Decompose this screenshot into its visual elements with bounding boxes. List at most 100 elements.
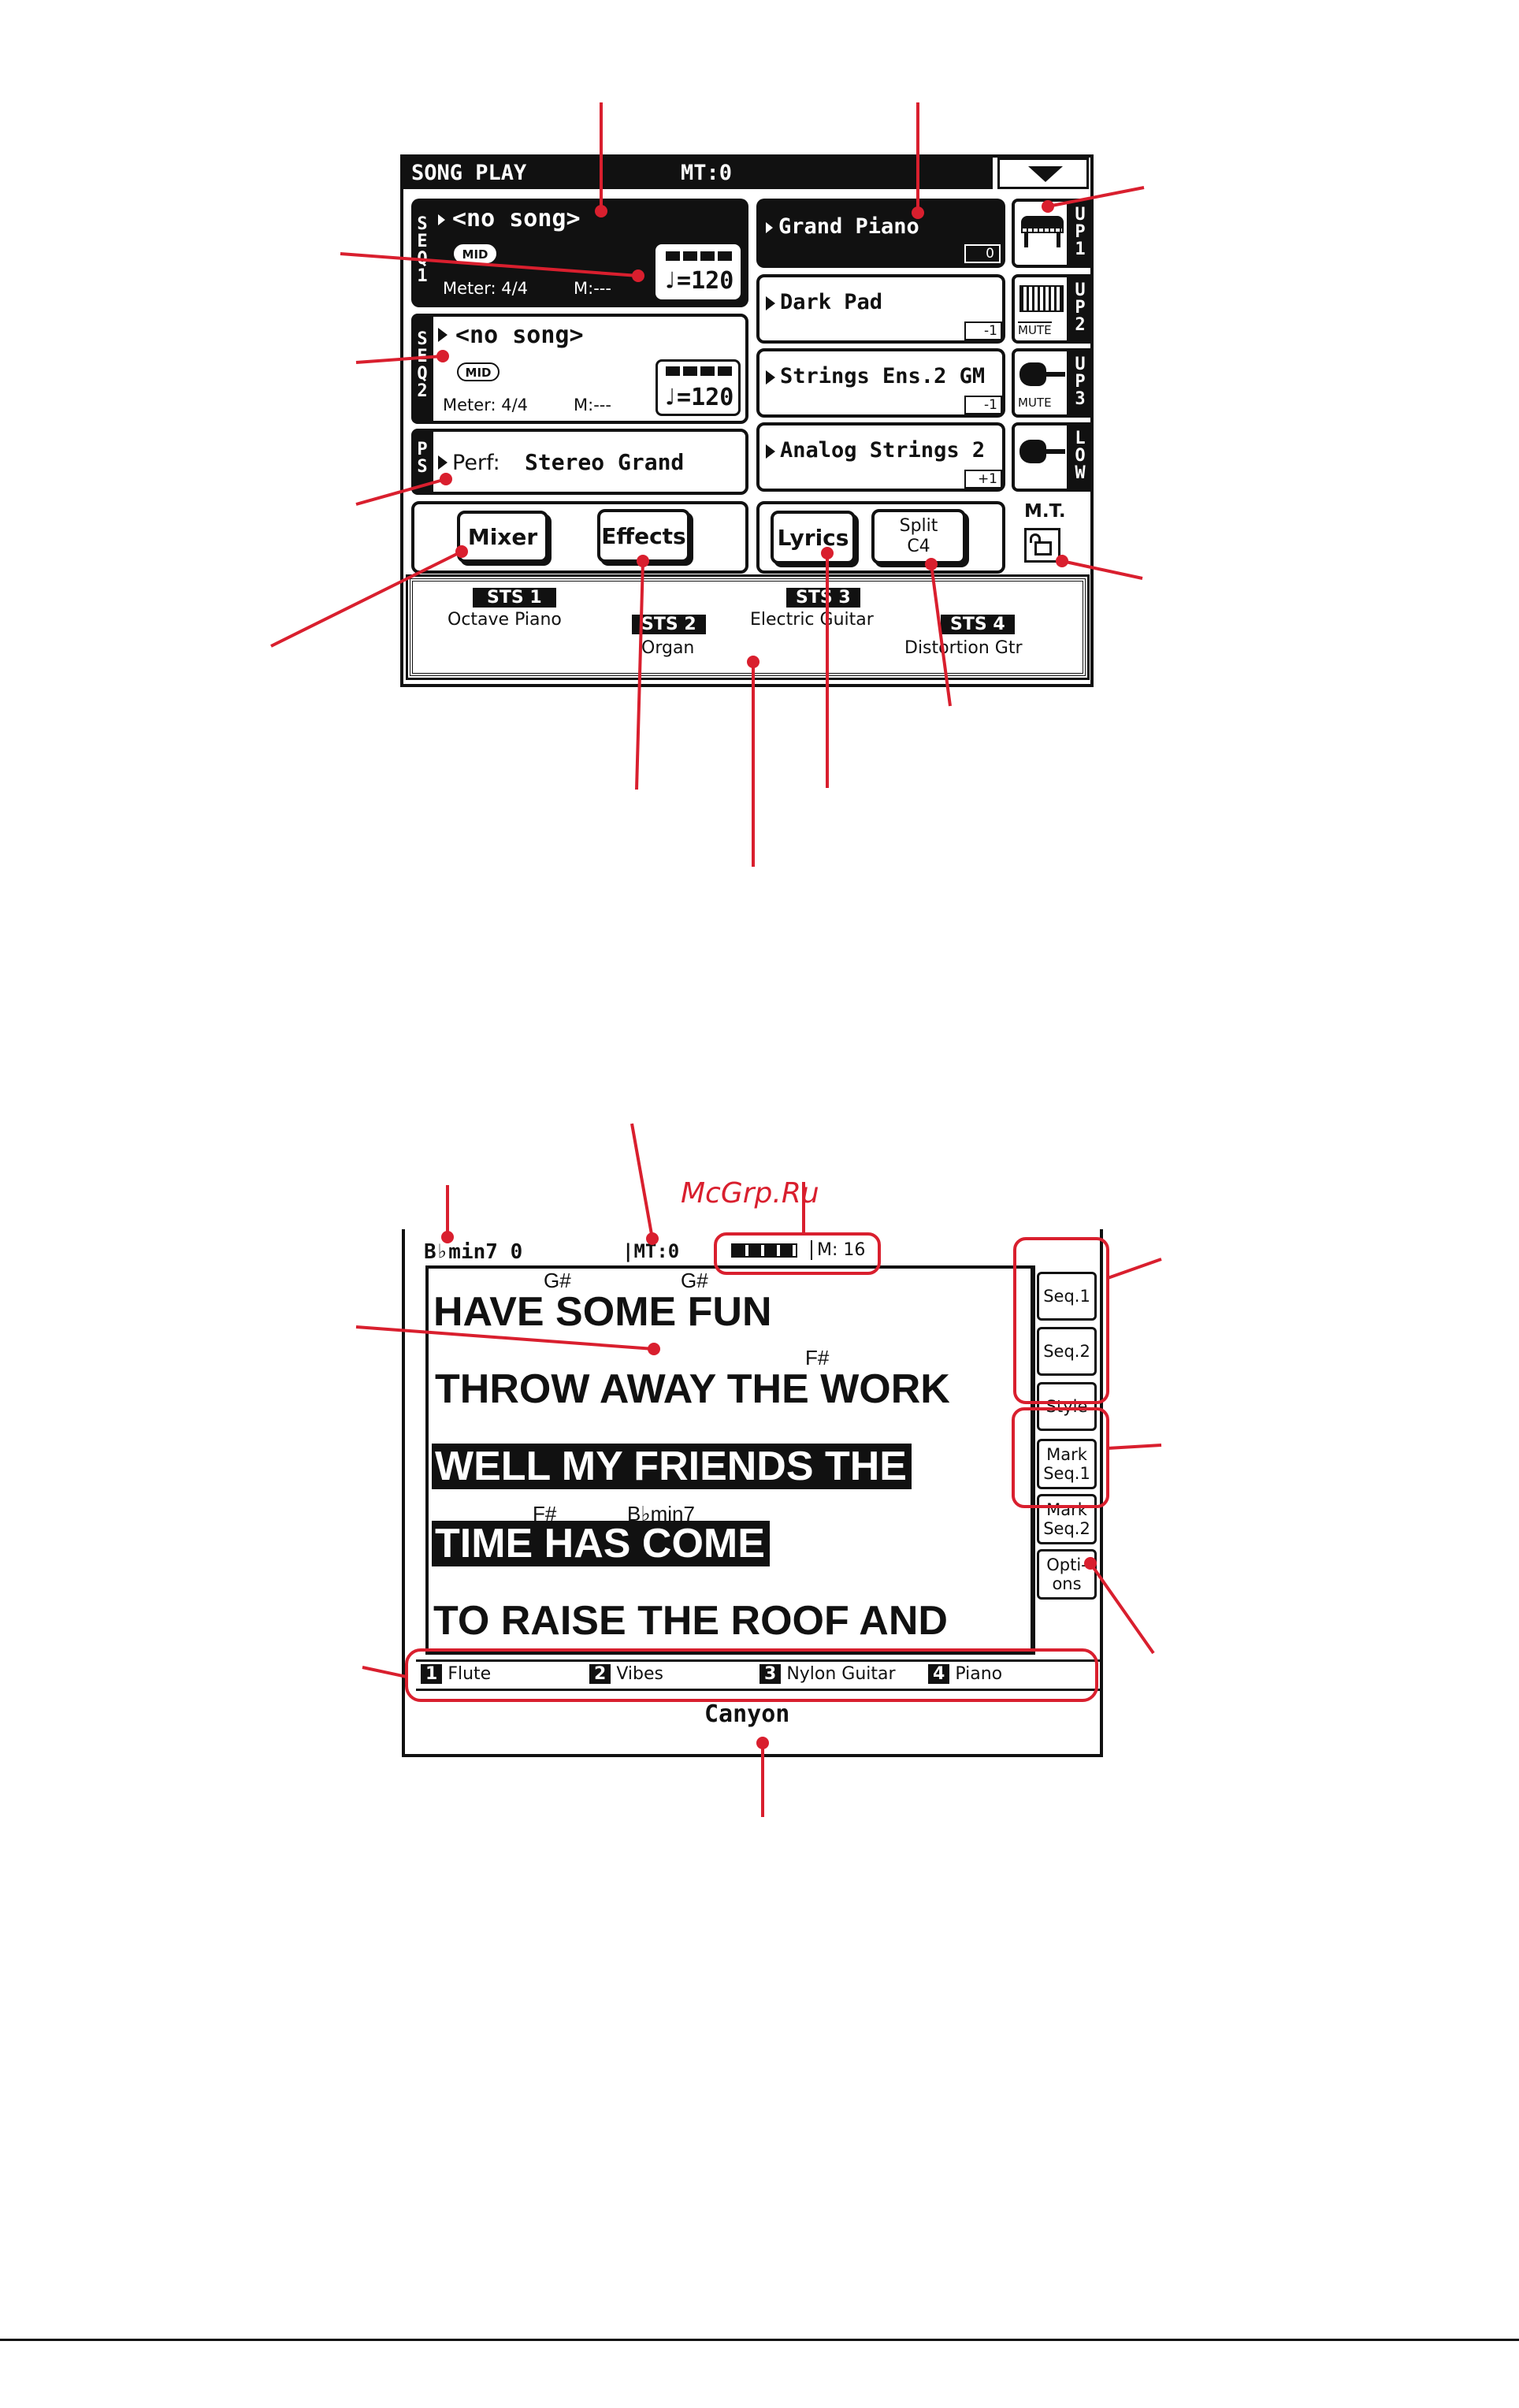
play-arrow-icon [438,455,448,470]
button-label: Seq.1 [1043,1464,1090,1483]
lyrics-button[interactable]: Lyrics [771,511,856,564]
sts-1-name[interactable]: Octave Piano [448,610,562,630]
track-item[interactable]: 2 Vibes [589,1664,663,1684]
seq2-song-name[interactable]: <no song> [455,321,584,349]
octave-badge: -1 [964,396,1002,414]
track-name: Vibes [616,1664,663,1684]
octave-value: 0 [986,246,994,262]
track-item[interactable]: 1 Flute [421,1664,491,1684]
sound-slot-up1[interactable]: Grand Piano 0 [756,199,1005,268]
lyric-line-current: WELL MY FRIENDS THE [432,1444,912,1489]
sound-slot-up2[interactable]: Dark Pad -1 [756,274,1005,344]
seq2-lyrics-button[interactable]: Seq.2 [1037,1327,1097,1376]
keyboard-icon [1019,285,1064,312]
seq2-mid-text: MID [465,366,492,380]
seq1-mid-text: MID [462,247,488,262]
seq2-meter: Meter: 4/4 [443,396,529,414]
button-label: Style [1045,1397,1088,1416]
octave-badge: 0 [964,244,1001,263]
seq1-tempo: ♩=120 [663,267,734,295]
track-number: 1 [421,1664,443,1684]
button-label: Mark [1046,1500,1087,1519]
seq2-tempo-box[interactable]: ♩=120 [656,359,741,416]
style-lyrics-button[interactable]: Style [1037,1382,1097,1431]
track-item[interactable]: 4 Piano [928,1664,1002,1684]
header-bar [403,158,993,189]
sound-name: Dark Pad [780,290,883,314]
callout-line [362,1666,407,1678]
effects-button[interactable]: Effects [597,509,690,563]
options-button[interactable]: Opti-ons [1037,1549,1097,1600]
master-transpose-lock[interactable] [1024,528,1060,563]
track-number: 4 [928,1664,950,1684]
play-arrow-icon [438,214,445,225]
mt-label: M.T. [1024,501,1066,522]
octave-badge: +1 [964,470,1002,489]
master-transpose-value: MT:0 [681,161,733,185]
sound-slot-up3[interactable]: Strings Ens.2 GM -1 [756,348,1005,418]
violin-icon [1019,362,1065,386]
play-arrow-icon [438,328,448,342]
master-transpose-value: |MT:0 [622,1240,680,1262]
sts-2-tag[interactable]: STS 2 [632,615,706,634]
chord-label: G# [681,1269,708,1292]
sts-3-tag[interactable]: STS 3 [786,588,860,608]
sts-1-tag[interactable]: STS 1 [473,588,556,608]
sts-4-tag[interactable]: STS 4 [941,615,1015,634]
octave-value: +1 [977,471,997,487]
mixer-button[interactable]: Mixer [457,511,548,563]
chord-suffix: 0 [510,1240,523,1264]
page-rule [0,2339,1519,2341]
seq1-mid-badge: MID [454,244,496,263]
seq1-song-name[interactable]: <no song> [452,205,581,232]
sts-2-name[interactable]: Organ [641,638,695,658]
cello-icon [1019,440,1065,463]
split-value: C4 [907,537,930,556]
track-name: Flute [448,1664,492,1684]
sts-3-name[interactable]: Electric Guitar [750,610,874,630]
seq1-lyrics-button[interactable]: Seq.1 [1037,1272,1097,1321]
page-title: SONG PLAY [411,161,527,185]
chord-label: F# [805,1346,830,1369]
callout-line [1107,1258,1162,1280]
seq1-tempo-box[interactable]: ♩=120 [656,244,741,299]
lyric-line: THROW AWAY THE WORK [435,1366,950,1412]
octave-value: -1 [984,397,997,413]
chord-name: B♭min7 [424,1240,498,1264]
mute-label: MUTE [1018,321,1052,337]
page-menu-button[interactable] [997,158,1089,189]
perf-name[interactable]: Stereo Grand [525,449,685,475]
chord-label: G# [544,1269,571,1292]
seq1-meter: Meter: 4/4 [443,279,529,298]
sts-4-name[interactable]: Distortion Gtr [904,638,1023,658]
current-chord: B♭min7 0 [424,1240,522,1264]
button-label: ons [1052,1574,1082,1593]
lock-shackle [1030,533,1041,543]
octave-badge: -1 [964,321,1002,340]
seq2-mid-badge: MID [457,362,500,381]
split-button[interactable]: Split C4 [871,509,966,564]
play-arrow-icon [766,444,775,459]
button-label: Opti- [1046,1555,1087,1574]
beat-measure-indicator: M: 16 [725,1240,866,1260]
sound-slot-low[interactable]: Analog Strings 2 +1 [756,422,1005,492]
lyrics-screen: B♭min7 0 |MT:0 M: 16 G# G# HAVE SOME FUN… [402,1229,1103,1757]
track-item[interactable]: 3 Nylon Guitar [760,1664,896,1684]
split-label: Split [899,516,938,536]
